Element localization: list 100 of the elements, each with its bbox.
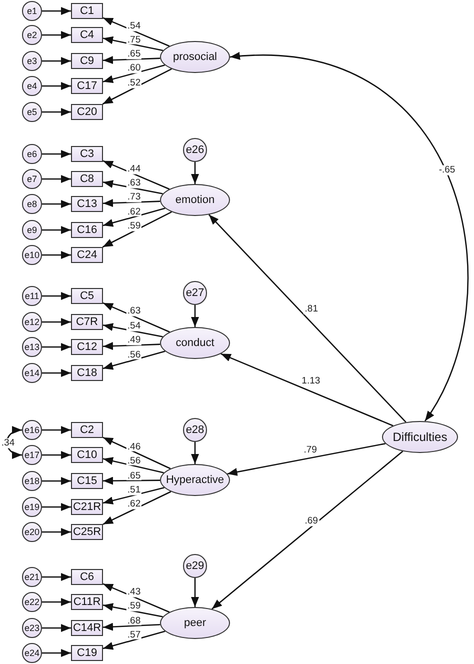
arrow (102, 603, 163, 618)
edge-label: .43 (126, 587, 142, 597)
arrow (102, 302, 170, 333)
arrow (102, 180, 163, 194)
arrow (42, 7, 71, 15)
error-term-circle: e22 (22, 592, 42, 612)
arrow (42, 369, 71, 377)
arrow (102, 323, 163, 338)
edge-label: .75 (126, 34, 142, 44)
arrow (102, 208, 166, 227)
error-term-circle: e7 (22, 169, 42, 189)
arrow (42, 226, 71, 234)
edge-label: .54 (126, 21, 142, 31)
arrow (102, 630, 166, 650)
latent-ellipse: conduct (160, 327, 230, 359)
edge-label: .68 (126, 616, 142, 626)
arrow (42, 150, 71, 158)
arrow (191, 162, 199, 184)
arrow (102, 68, 172, 105)
arrow (212, 450, 404, 610)
edge-label: .34 (0, 438, 16, 448)
edge-label: .63 (126, 178, 142, 188)
arrow (102, 211, 172, 248)
error-term-circle: e10 (22, 245, 42, 265)
arrow (102, 199, 160, 208)
error-term-circle: e4 (22, 76, 42, 96)
arrow (102, 64, 165, 83)
edge-label: .57 (126, 630, 142, 640)
edge-label: .59 (126, 601, 142, 611)
error-term-circle: e6 (22, 144, 42, 164)
error-term-circle: e9 (22, 220, 42, 240)
latent-ellipse: prosocial (160, 41, 230, 73)
arrow (103, 476, 160, 485)
indicator-box: C4 (71, 27, 103, 43)
arrow (102, 342, 160, 350)
error-term-circle: e14 (22, 363, 42, 383)
arrow (42, 477, 71, 485)
indicator-box: C25R (71, 524, 103, 540)
latent-ellipse: peer (160, 607, 230, 639)
arrow (42, 649, 71, 657)
edge-label: .56 (126, 456, 142, 466)
latent-ellipse: Difficulties (382, 421, 458, 453)
edge-label: .49 (126, 336, 142, 345)
edge-label: .79 (302, 444, 318, 454)
edge-label: .62 (126, 207, 142, 217)
edge-label: .59 (126, 221, 142, 231)
arrow (208, 214, 406, 423)
arrow (191, 578, 199, 607)
error-term-circle: e21 (22, 567, 42, 587)
edge-label: .60 (126, 64, 142, 74)
arrow (102, 350, 166, 370)
edge-label: .52 (126, 78, 142, 88)
arrow (42, 426, 71, 434)
arrow (42, 318, 71, 326)
error-term-circle: e16 (22, 420, 42, 440)
edge-label: .56 (126, 350, 142, 360)
arrow (102, 622, 160, 631)
error-term-circle: e17 (22, 445, 42, 465)
arrow (42, 451, 71, 459)
edge-label: -.65 (438, 165, 456, 175)
indicator-box: C2 (71, 422, 103, 438)
error-term-circle: e24 (22, 643, 42, 663)
indicator-box: C7R (71, 314, 103, 330)
indicator-box: C3 (71, 146, 103, 162)
arrow (42, 31, 71, 39)
edge-label: .54 (126, 321, 142, 331)
arrow (102, 36, 164, 52)
error-term-circle: e1 (22, 1, 42, 21)
arrow (42, 624, 71, 632)
residual-circle: e26 (183, 138, 207, 162)
arrow (42, 503, 71, 511)
indicator-box: C14R (71, 620, 103, 636)
arrow (220, 353, 394, 426)
edge-label: 1.13 (300, 376, 322, 386)
indicator-box: C15 (71, 473, 103, 489)
indicator-box: C10 (71, 447, 103, 463)
error-term-circle: e12 (22, 312, 42, 332)
arrow (42, 175, 71, 183)
error-term-circle: e19 (22, 497, 42, 517)
error-term-circle: e18 (22, 471, 42, 491)
arrow (102, 457, 164, 474)
indicator-box: C24 (71, 247, 103, 263)
edge-label: .44 (126, 164, 142, 174)
indicator-box: C18 (71, 365, 103, 381)
indicator-box: C8 (71, 171, 103, 187)
indicator-box: C21R (71, 499, 103, 515)
indicator-box: C13 (71, 196, 103, 212)
arrow (42, 528, 71, 536)
arrow (42, 343, 71, 351)
arrow (42, 200, 71, 208)
edge-label: .81 (304, 304, 320, 314)
indicator-box: C5 (71, 288, 103, 304)
indicator-box: C1 (71, 3, 103, 19)
residual-circle: e28 (183, 418, 207, 442)
edge-label: .46 (126, 442, 142, 452)
edge-label: .69 (304, 516, 319, 526)
indicator-box: C6 (71, 569, 103, 585)
arrow (42, 82, 71, 90)
arrow (191, 442, 199, 464)
indicator-box: C12 (71, 339, 103, 355)
